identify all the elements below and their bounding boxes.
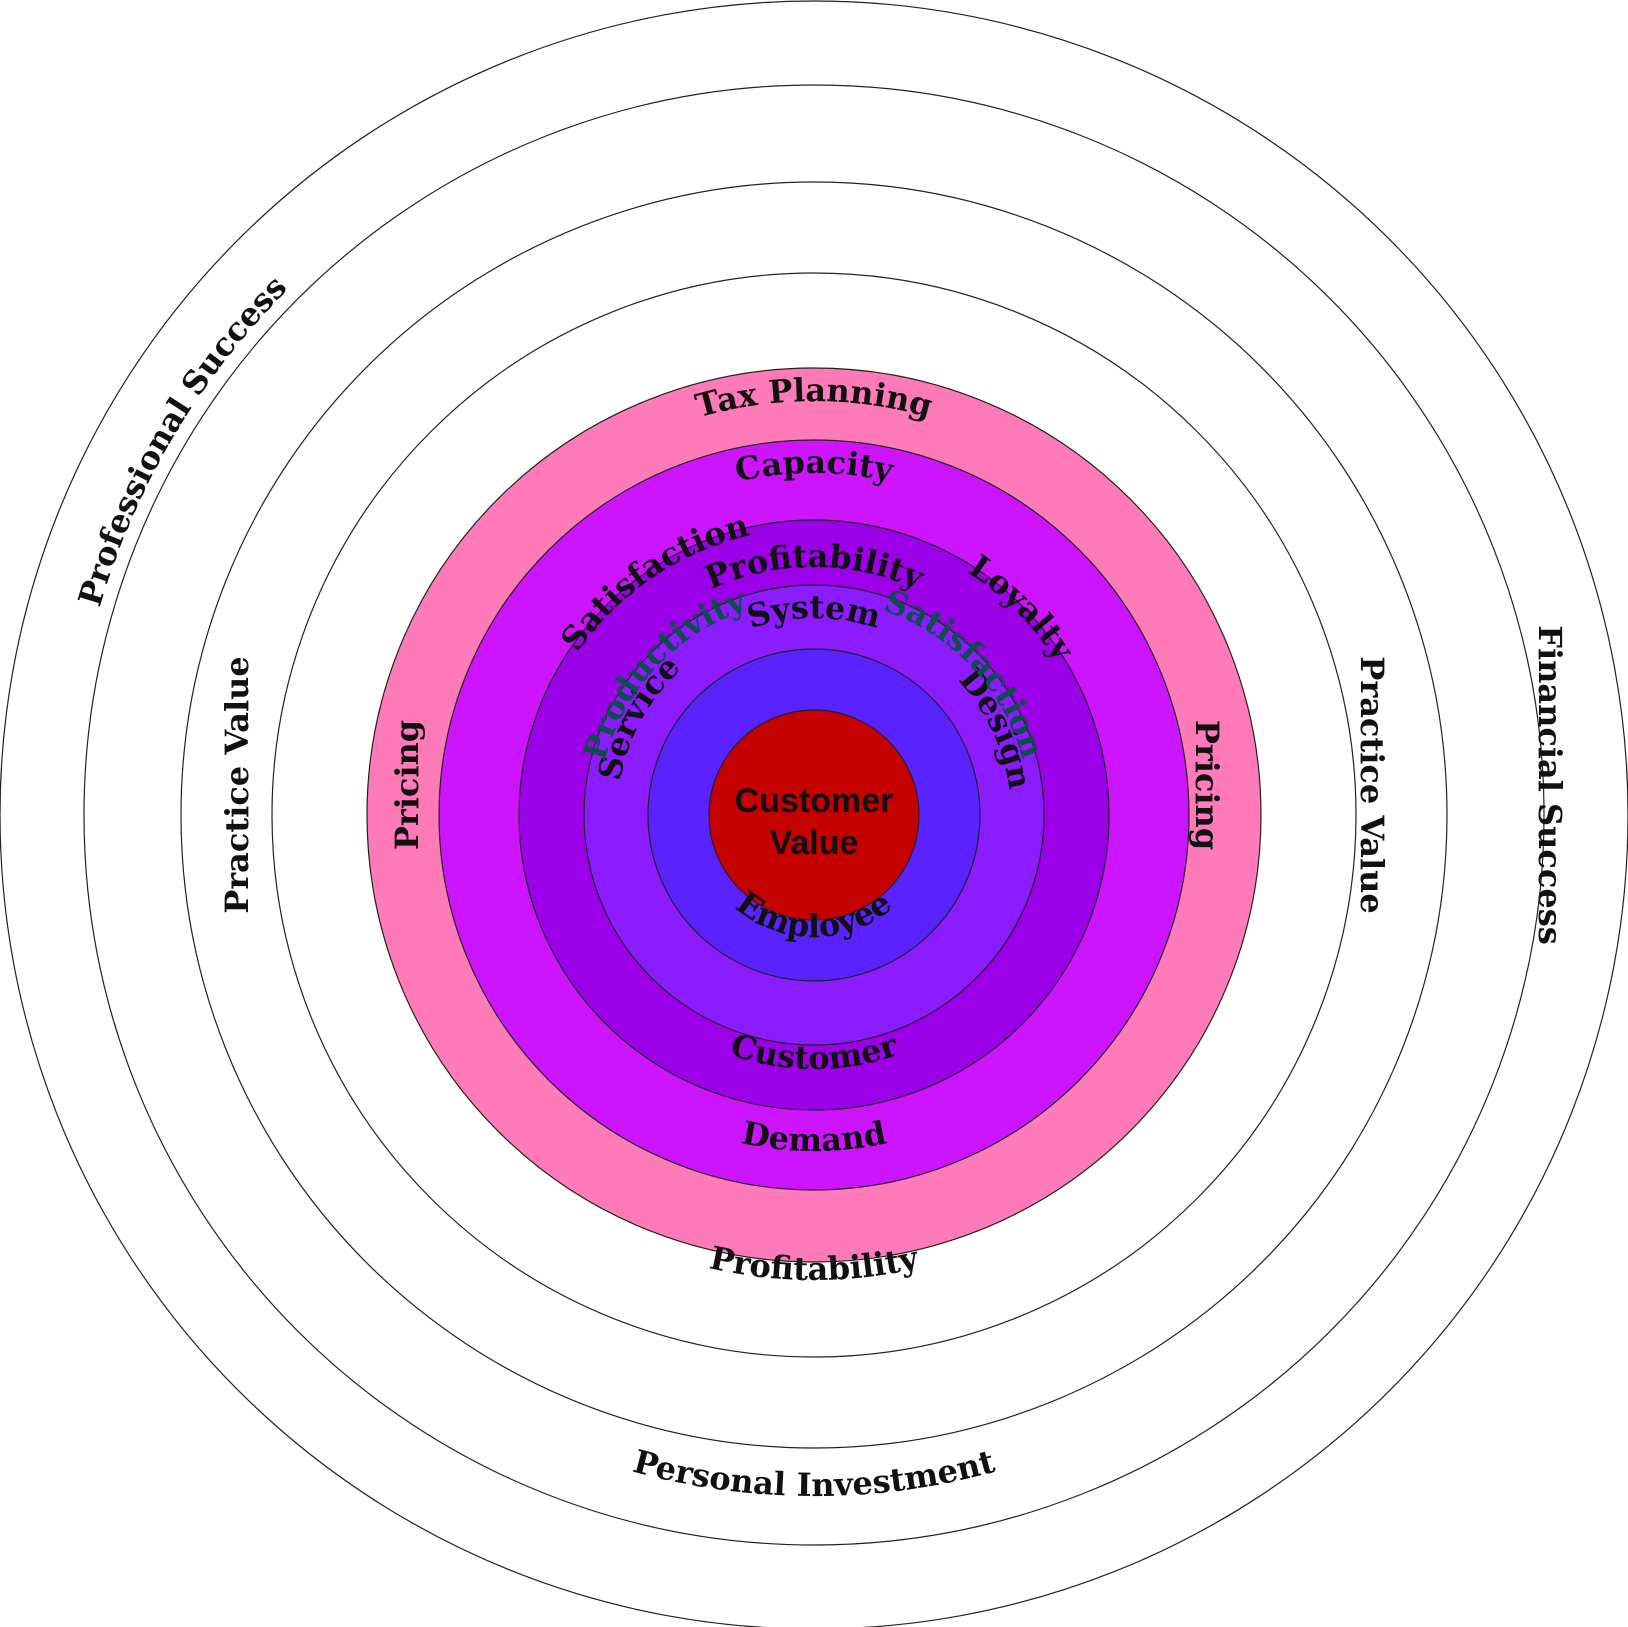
label-practice-value-right: Practice Value — [1353, 656, 1391, 913]
label-pricing-left: Pricing — [388, 720, 426, 850]
label-practice-value-left: Practice Value — [218, 656, 256, 913]
center-label-line1: Customer — [735, 782, 894, 820]
center-label-line2: Value — [770, 824, 859, 862]
label-demand: Demand — [739, 1114, 889, 1160]
ring-center-red — [708, 709, 920, 921]
center-label: Customer Value — [735, 782, 894, 862]
label-pricing-right: Pricing — [1188, 720, 1226, 850]
label-financial-success: Financial Success — [1531, 625, 1569, 945]
